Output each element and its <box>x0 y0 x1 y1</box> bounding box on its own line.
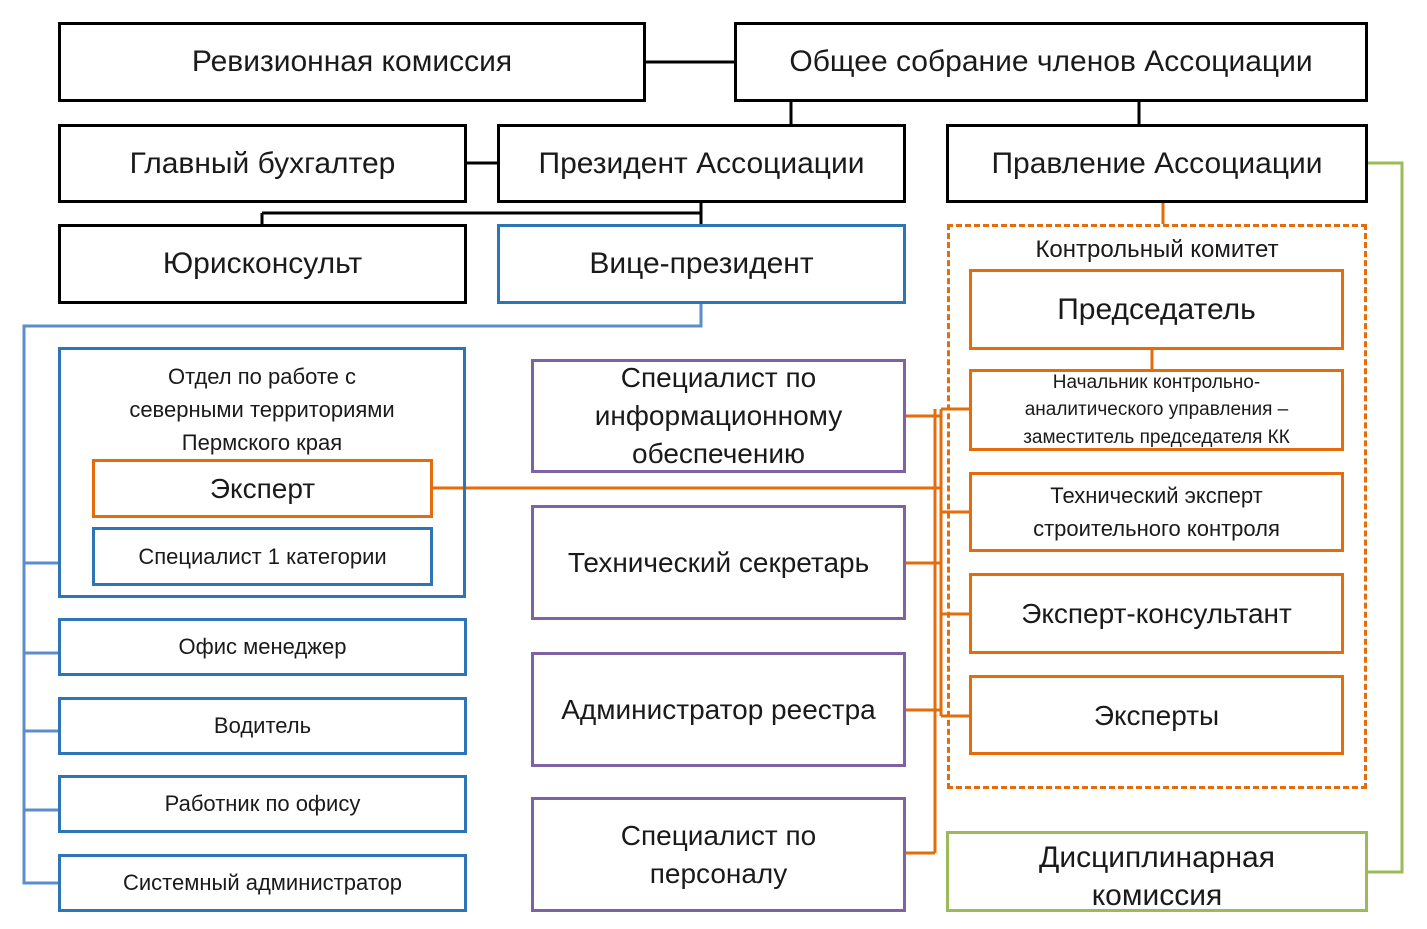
vice-president-label: Вице-президент <box>589 247 814 281</box>
legal-advisor-box: Юрисконсульт <box>58 224 467 304</box>
president-box: Президент Ассоциации <box>497 124 906 203</box>
technical-expert-box: Технический эксперт строительного контро… <box>969 472 1344 552</box>
specialist-first-category-box: Специалист 1 категории <box>92 527 433 586</box>
north-territories-department: Отдел по работе с северными территориями… <box>58 347 466 598</box>
revision-commission-box: Ревизионная комиссия <box>58 22 646 102</box>
expert-consultant-label: Эксперт-консультант <box>1021 598 1292 629</box>
system-administrator-box: Системный администратор <box>58 854 467 912</box>
department-title: Отдел по работе с северными территориями… <box>61 360 463 459</box>
deputy-chairman-line: аналитического управления – <box>1024 399 1289 421</box>
department-title-line: северными территориями <box>129 397 395 422</box>
info-specialist-box: Специалист по информационному обеспечени… <box>531 359 906 473</box>
revision-commission-label: Ревизионная комиссия <box>191 45 513 79</box>
deputy-chairman-box: Начальник контрольно- аналитического упр… <box>969 369 1344 451</box>
blue-connectors <box>22 303 703 885</box>
disciplinary-commission-line: Дисциплинарная <box>1039 841 1275 874</box>
experts-label: Эксперты <box>1093 699 1220 731</box>
orange-connectors <box>432 202 1165 855</box>
general-meeting-box: Общее собрание членов Ассоциации <box>734 22 1368 102</box>
chief-accountant-box: Главный бухгалтер <box>58 124 467 203</box>
office-manager-box: Офис менеджер <box>58 618 467 676</box>
general-meeting-label: Общее собрание членов Ассоциации <box>789 45 1313 79</box>
board-box: Правление Ассоциации <box>946 124 1368 203</box>
deputy-chairman-line: заместитель председателя КК <box>1023 426 1290 448</box>
expert-label: Эксперт <box>209 473 316 504</box>
office-manager-label: Офис менеджер <box>178 634 347 660</box>
registry-administrator-box: Администратор реестра <box>531 652 906 767</box>
deputy-chairman-line: Начальник контрольно- <box>1052 371 1261 393</box>
info-specialist-line: Специалист по <box>620 362 817 394</box>
hr-specialist-box: Специалист по персоналу <box>531 797 906 912</box>
office-worker-box: Работник по офису <box>58 775 467 833</box>
control-committee-group: Контрольный комитет <box>947 224 1367 789</box>
experts-box: Эксперты <box>969 675 1344 755</box>
technical-expert-line: Технический эксперт <box>1050 483 1263 508</box>
info-specialist-line: информационному <box>594 400 843 432</box>
hr-specialist-line: персоналу <box>649 857 788 889</box>
expert-consultant-box: Эксперт-консультант <box>969 573 1344 654</box>
department-title-line: Отдел по работе с <box>167 364 356 389</box>
office-worker-label: Работник по офису <box>164 791 361 817</box>
legal-advisor-label: Юрисконсульт <box>162 247 363 281</box>
registry-administrator-label: Администратор реестра <box>561 694 876 725</box>
specialist-first-category-label: Специалист 1 категории <box>138 543 387 569</box>
technical-secretary-label: Технический секретарь <box>567 547 870 578</box>
board-label: Правление Ассоциации <box>991 146 1323 180</box>
technical-expert-line: строительного контроля <box>1033 516 1280 541</box>
black-connectors <box>260 60 1141 224</box>
info-specialist-line: обеспечению <box>632 437 805 469</box>
president-label: Президент Ассоциации <box>538 146 865 180</box>
control-committee-title: Контрольный комитет <box>1035 236 1279 263</box>
technical-secretary-box: Технический секретарь <box>531 505 906 620</box>
department-title-line: Пермского края <box>181 430 343 455</box>
expert-box: Эксперт <box>92 459 433 518</box>
disciplinary-commission-line: комиссия <box>1091 878 1223 912</box>
driver-label: Водитель <box>213 713 312 739</box>
system-administrator-label: Системный администратор <box>122 870 403 896</box>
hr-specialist-line: Специалист по <box>620 819 817 851</box>
chairman-box: Председатель <box>969 269 1344 350</box>
driver-box: Водитель <box>58 697 467 755</box>
chief-accountant-label: Главный бухгалтер <box>129 146 396 180</box>
vice-president-box: Вице-президент <box>497 224 906 304</box>
disciplinary-commission-box: Дисциплинарная комиссия <box>946 831 1368 912</box>
green-connector <box>1367 161 1404 874</box>
chairman-label: Председатель <box>1057 292 1256 326</box>
